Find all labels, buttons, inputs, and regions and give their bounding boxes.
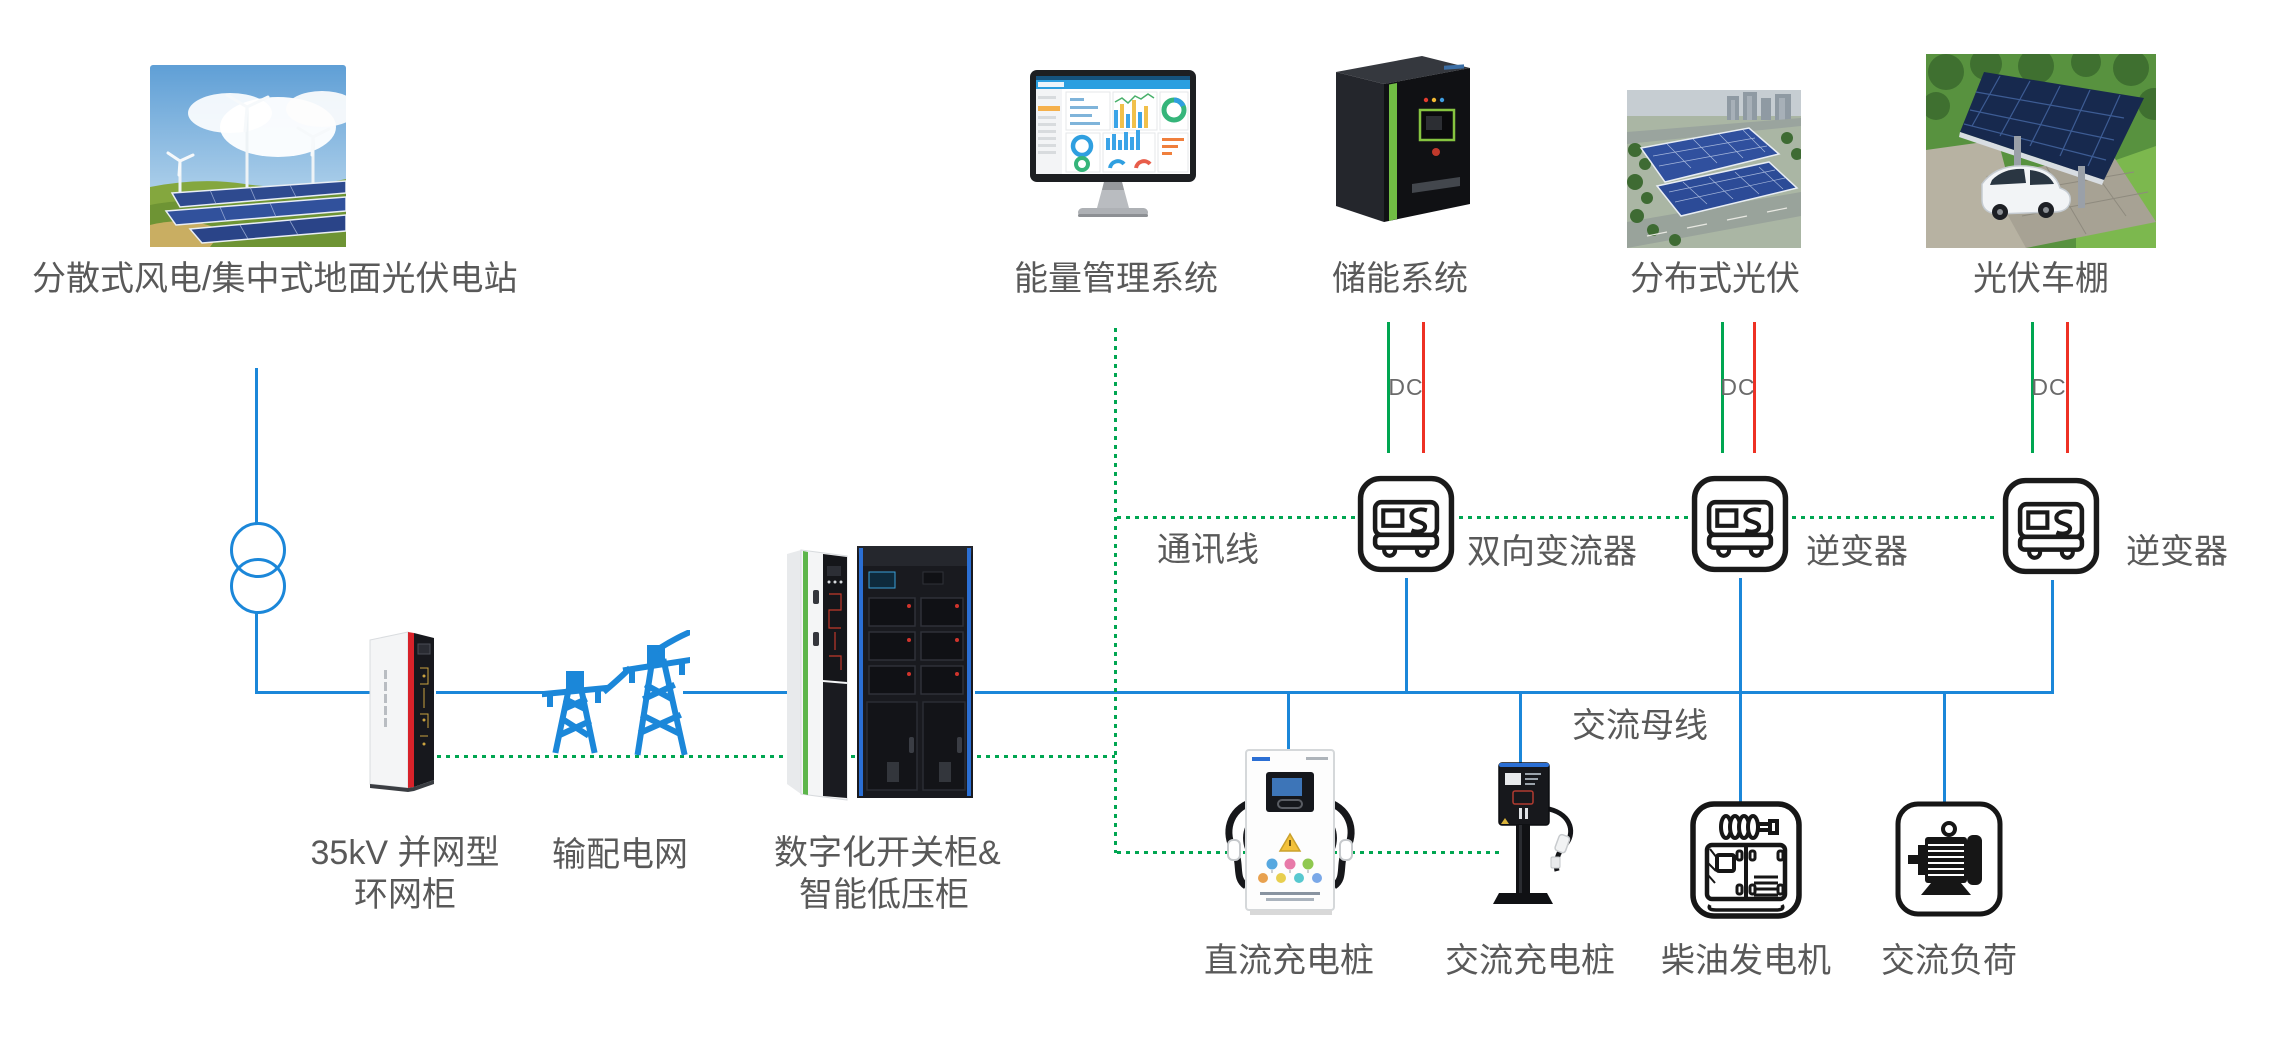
ac-load-icon bbox=[1895, 801, 2003, 922]
wind-solar-photo bbox=[150, 65, 358, 252]
dc-line-red bbox=[2066, 322, 2069, 453]
dc-charger-label: 直流充电桩 bbox=[1204, 942, 1374, 980]
ac-charger-label: 交流充电桩 bbox=[1445, 942, 1615, 980]
dc-label: DC bbox=[1388, 374, 1424, 400]
ring-cabinet-photo bbox=[368, 628, 440, 801]
diesel-generator-label: 柴油发电机 bbox=[1661, 942, 1831, 980]
diesel-generator-icon bbox=[1690, 801, 1802, 924]
converter2-diesel-line bbox=[1739, 578, 1742, 802]
dc-line-red bbox=[1422, 322, 1425, 453]
inverter-label: 逆变器 bbox=[1806, 533, 1908, 571]
transformer-icon bbox=[230, 558, 286, 614]
ac-load-label: 交流负荷 bbox=[1881, 942, 2017, 980]
bus-segment bbox=[436, 691, 548, 694]
switchgear-label-line1: 数字化开关柜& bbox=[774, 834, 1001, 872]
wind-feeder-line bbox=[255, 368, 258, 523]
switchgear-label-line2: 智能低压柜 bbox=[799, 876, 969, 914]
inverter-icon bbox=[1690, 474, 1790, 579]
ac-bus-label: 交流母线 bbox=[1572, 707, 1708, 745]
ring-cabinet-label-line1: 35kV 并网型 bbox=[310, 834, 500, 872]
ac-bus-line bbox=[975, 691, 2054, 694]
transformer-down-line bbox=[255, 612, 258, 694]
dc-line-green bbox=[1721, 322, 1724, 453]
converter1-drop-line bbox=[1405, 578, 1408, 691]
comm-line-from-ring-cabinet bbox=[437, 755, 1115, 758]
ac-load-drop-line bbox=[1943, 694, 1946, 802]
distributed-pv-photo bbox=[1627, 90, 1803, 253]
inverter-label: 逆变器 bbox=[2126, 533, 2228, 571]
dc-charger-drop-line bbox=[1287, 694, 1290, 751]
bus-segment bbox=[255, 691, 375, 694]
station-label: 分散式风电/集中式地面光伏电站 bbox=[32, 260, 518, 298]
ac-charger-drop-line bbox=[1519, 694, 1522, 764]
carport-label: 光伏车棚 bbox=[1973, 260, 2109, 298]
pv-carport-photo bbox=[1922, 47, 2170, 253]
transmission-grid-icon bbox=[540, 628, 694, 763]
bidirectional-converter-label: 双向变流器 bbox=[1467, 533, 1637, 571]
inverter-icon bbox=[2001, 476, 2101, 581]
comm-line-to-inverters bbox=[1117, 516, 1995, 519]
dc-charger-photo bbox=[1200, 748, 1380, 925]
dc-label: DC bbox=[1720, 374, 1756, 400]
distributed-pv-label: 分布式光伏 bbox=[1630, 260, 1800, 298]
ems-label: 能量管理系统 bbox=[1014, 260, 1218, 298]
switchgear-photo bbox=[783, 532, 979, 813]
dc-label: DC bbox=[2031, 374, 2067, 400]
bidirectional-converter-icon bbox=[1356, 474, 1456, 579]
dc-line-green bbox=[2031, 322, 2034, 453]
ring-cabinet-label-line2: 环网柜 bbox=[354, 876, 456, 914]
comm-line-vertical bbox=[1114, 328, 1117, 853]
dc-line-red bbox=[1753, 322, 1756, 453]
converter3-drop-line bbox=[2051, 580, 2054, 694]
bus-segment bbox=[683, 691, 787, 694]
storage-cabinet-photo bbox=[1326, 56, 1478, 231]
dc-line-green bbox=[1387, 322, 1390, 453]
power-grid-label: 输配电网 bbox=[552, 836, 688, 874]
comm-line-label: 通讯线 bbox=[1157, 531, 1259, 569]
ems-monitor-photo bbox=[1018, 70, 1208, 251]
storage-label: 储能系统 bbox=[1332, 260, 1468, 298]
ac-charger-photo bbox=[1475, 761, 1590, 918]
